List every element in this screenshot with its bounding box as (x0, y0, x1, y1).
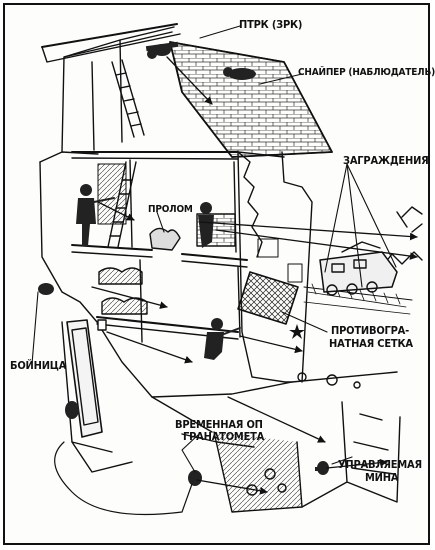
label-net-line2: НАТНАЯ СЕТКА (329, 338, 413, 350)
illustration-frame: ПТРК (ЗРК) СНАЙПЕР (НАБЛЮДАТЕЛЬ) ЗАГРАЖД… (3, 3, 430, 545)
label-breach: ПРОЛОМ (148, 204, 193, 216)
label-net-line1: ПРОТИВОГРА- (331, 325, 409, 337)
label-grenade-line2: ГРАНАТОМЕТА (183, 431, 264, 443)
label-mine-line1: УПРАВЛЯЕМАЯ (338, 459, 422, 471)
armored-vehicle (320, 242, 397, 295)
label-mine-line2: МИНА (365, 472, 398, 484)
label-sniper: СНАЙПЕР (НАБЛЮДАТЕЛЬ) (298, 67, 435, 79)
label-barriers: ЗАГРАЖДЕНИЯ (343, 155, 429, 167)
label-ptrk: ПТРК (ЗРК) (239, 19, 302, 31)
label-loophole: БОЙНИЦА (10, 360, 66, 372)
soldier-loophole (38, 283, 54, 295)
soldier-doorway (65, 401, 79, 419)
